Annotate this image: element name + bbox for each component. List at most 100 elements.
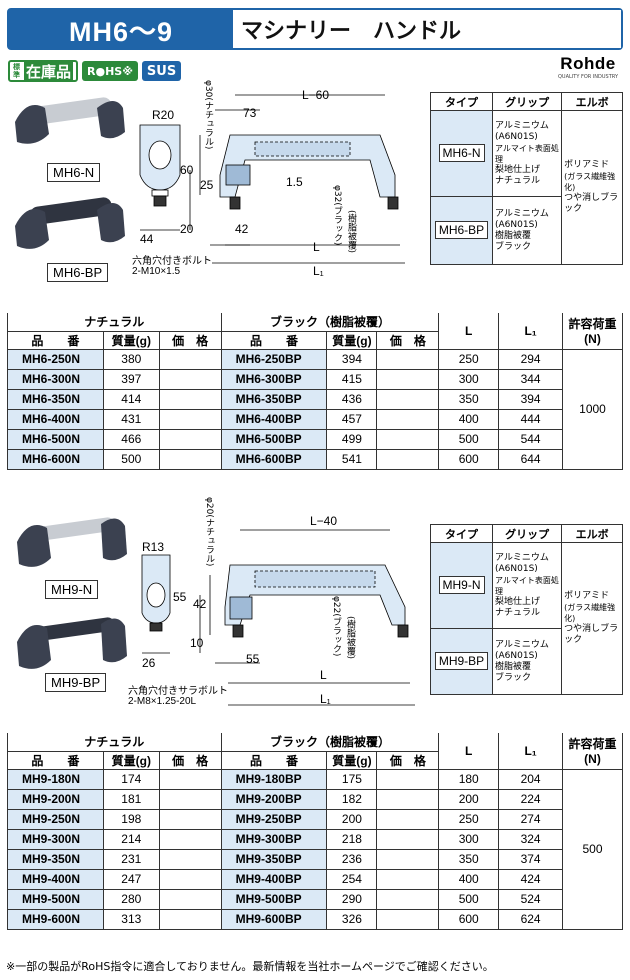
mh9-col-L1: L₁ bbox=[498, 733, 563, 770]
mh9-bp-label: MH9-BP bbox=[45, 673, 107, 692]
price-black bbox=[376, 349, 439, 370]
spec-header-type: タイプ bbox=[430, 92, 493, 111]
mass-natural: 431 bbox=[102, 409, 160, 430]
mh6-price-table: ナチュラル ブラック（樹脂被覆） L L₁ 許容荷重(N) 品 番 質量(g) … bbox=[7, 313, 623, 470]
mh6-resin: (樹脂被覆) bbox=[346, 210, 356, 254]
spec-grip-mh6-bp: アルミニウム(A6N01S)樹脂被覆ブラック bbox=[491, 196, 563, 265]
mh6-group-black: ブラック（樹脂被覆） bbox=[220, 313, 439, 332]
mh9-col-L: L bbox=[438, 733, 499, 770]
part-number-natural: MH6-300N bbox=[7, 369, 104, 390]
spec-elbow-mh6: ポリアミド(ガラス繊維強化)つや消しブラック bbox=[561, 110, 623, 265]
price-black bbox=[376, 389, 439, 410]
mh9-col-part-b: 品 番 bbox=[220, 751, 327, 770]
length-L1: 444 bbox=[498, 409, 564, 430]
part-number-natural: MH9-350N bbox=[7, 849, 104, 870]
mh6-product-images bbox=[15, 97, 125, 249]
mass-black: 218 bbox=[326, 829, 377, 850]
part-number-natural: MH9-300N bbox=[7, 829, 104, 850]
mh9-group-black: ブラック（樹脂被覆） bbox=[220, 733, 439, 752]
spec-grip-mh9-n: アルミニウム(A6N01S)アルマイト表面処理梨地仕上げナチュラル bbox=[491, 542, 563, 629]
mass-natural: 247 bbox=[102, 869, 160, 890]
mh6-radius: R20 bbox=[152, 108, 175, 122]
mh9-dim-L1: L₁ bbox=[320, 692, 331, 706]
mass-natural: 500 bbox=[102, 449, 160, 470]
mh6-n-handle-image bbox=[15, 97, 125, 144]
mh6-col-price-b: 価 格 bbox=[376, 331, 440, 350]
price-black bbox=[376, 409, 439, 430]
spec-elbow-mh9: ポリアミド(ガラス繊維強化)つや消しブラック bbox=[561, 542, 623, 695]
mh9-col-mass-n: 質量(g) bbox=[102, 751, 160, 770]
length-L: 600 bbox=[438, 909, 499, 930]
sus-badge: SUS bbox=[141, 61, 182, 81]
mass-black: 499 bbox=[326, 429, 377, 450]
mass-black: 541 bbox=[326, 449, 377, 470]
price-black bbox=[376, 829, 439, 850]
mh9-col-price-n: 価 格 bbox=[158, 751, 222, 770]
part-number-black: MH6-250BP bbox=[220, 349, 327, 370]
length-L: 200 bbox=[438, 789, 499, 810]
part-number-natural: MH6-500N bbox=[7, 429, 104, 450]
length-L1: 624 bbox=[498, 909, 564, 930]
price-natural bbox=[158, 869, 222, 890]
mh9-bolt-type: 六角穴付きサラボルト bbox=[128, 686, 228, 697]
length-L1: 424 bbox=[498, 869, 564, 890]
mh9-n-handle-image bbox=[17, 517, 127, 567]
footnote: ※一部の製品がRoHS指令に適合しておりません。最新情報を当社ホームページでご確… bbox=[6, 960, 494, 973]
length-L: 500 bbox=[438, 429, 499, 450]
mh6-height-25: 25 bbox=[200, 178, 214, 192]
mh9-product-images bbox=[17, 517, 127, 669]
mh9-height-42: 42 bbox=[193, 597, 207, 611]
allowable-load: 1000 bbox=[562, 349, 623, 470]
mh6-height-60: 60 bbox=[180, 163, 194, 177]
mh6-width: 44 bbox=[140, 232, 154, 246]
length-L1: 524 bbox=[498, 889, 564, 910]
price-black bbox=[376, 449, 439, 470]
spec-type-mh9-n: MH9-N bbox=[438, 576, 485, 594]
mh6-spec-table: タイプ グリップ エルボ MH6-N アルミニウム(A6N01S)アルマイト表面… bbox=[430, 92, 623, 265]
part-number-black: MH9-200BP bbox=[220, 789, 327, 810]
part-number-natural: MH9-180N bbox=[7, 769, 104, 790]
mh6-dia-natural: φ30(ナチュラル) bbox=[203, 80, 213, 150]
mass-black: 394 bbox=[326, 349, 377, 370]
part-number-natural: MH6-350N bbox=[7, 389, 104, 410]
mh9-height-55: 55 bbox=[173, 590, 187, 604]
mass-natural: 313 bbox=[102, 909, 160, 930]
length-L: 350 bbox=[438, 849, 499, 870]
part-number-black: MH6-300BP bbox=[220, 369, 327, 390]
mass-natural: 181 bbox=[102, 789, 160, 810]
mass-natural: 174 bbox=[102, 769, 160, 790]
part-number-black: MH9-300BP bbox=[220, 829, 327, 850]
mh6-col-L: L bbox=[438, 313, 499, 350]
mh6-col-L1: L₁ bbox=[498, 313, 563, 350]
length-L1: 374 bbox=[498, 849, 564, 870]
stock-badge: 標準 在庫品 bbox=[8, 60, 79, 82]
length-L: 500 bbox=[438, 889, 499, 910]
length-L: 250 bbox=[438, 809, 499, 830]
mh6-dia-black: φ32(ブラック) bbox=[332, 185, 342, 246]
spec-header-type: タイプ bbox=[430, 524, 493, 543]
price-natural bbox=[158, 429, 222, 450]
part-number-black: MH9-500BP bbox=[220, 889, 327, 910]
price-natural bbox=[158, 349, 222, 370]
mh9-dim-55: 55 bbox=[246, 652, 260, 666]
mass-black: 182 bbox=[326, 789, 377, 810]
mass-natural: 466 bbox=[102, 429, 160, 450]
mass-natural: 380 bbox=[102, 349, 160, 370]
mh6-group-natural: ナチュラル bbox=[7, 313, 222, 332]
price-natural bbox=[158, 849, 222, 870]
length-L1: 294 bbox=[498, 349, 563, 370]
part-number-natural: MH6-250N bbox=[7, 349, 104, 370]
mh6-n-label: MH6-N bbox=[47, 163, 101, 182]
mass-black: 326 bbox=[326, 909, 377, 930]
stock-label: 在庫品 bbox=[24, 60, 74, 82]
mass-natural: 414 bbox=[102, 389, 160, 410]
part-number-black: MH9-250BP bbox=[220, 809, 327, 830]
